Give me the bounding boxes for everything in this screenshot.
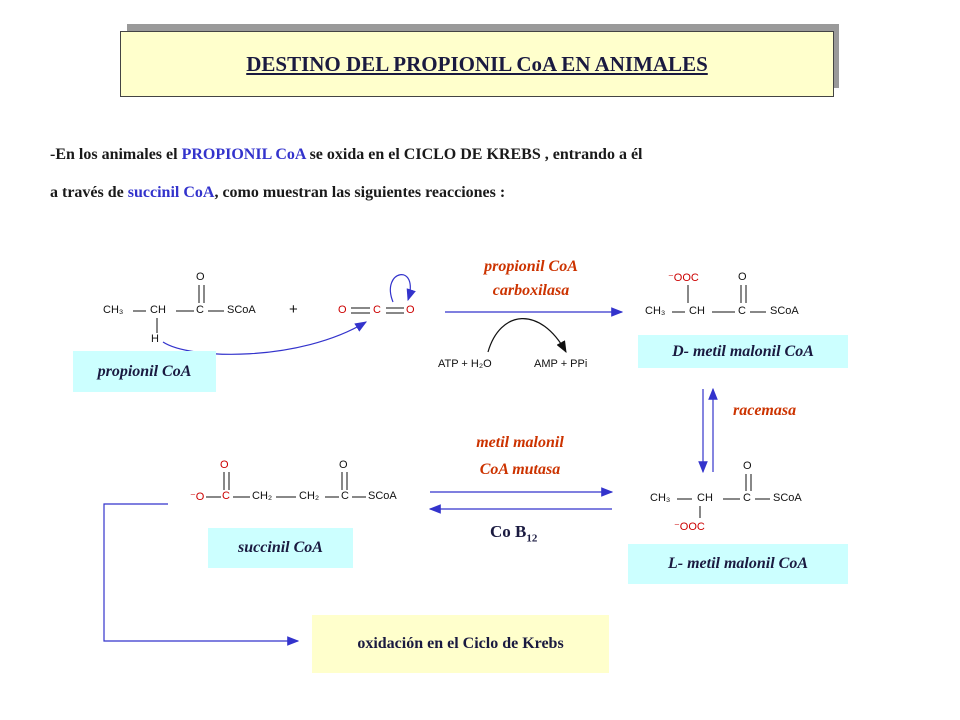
d-methyl-ch: CH: [689, 305, 705, 317]
l-methyl-bonds: [677, 474, 770, 518]
cofactor-sub: 12: [526, 532, 538, 545]
krebs-label: oxidación en el Ciclo de Krebs: [357, 635, 564, 652]
intro-line-2: a través de succinil CoA, como muestran …: [50, 184, 505, 202]
succinyl-ch2a: CH₂: [252, 490, 273, 502]
label-propionil-coa: propionil CoA: [73, 351, 216, 392]
succinyl-bonds: [206, 472, 366, 498]
co2-o-right: O: [406, 304, 415, 316]
succinyl-o2: O: [339, 459, 348, 471]
co2-c: C: [373, 304, 381, 316]
d-methyl-o: O: [738, 271, 747, 283]
propionyl-h: H: [151, 333, 159, 345]
enzyme-carboxilasa-line2: carboxilasa: [492, 282, 570, 299]
amp-ppi: AMP + PPi: [534, 358, 588, 370]
succinyl-scoa: SCoA: [368, 490, 397, 502]
l-methyl-c: C: [743, 492, 751, 504]
l-methyl-ch3: CH₃: [650, 492, 671, 504]
d-methyl-ooc: ⁻OOC: [668, 272, 699, 284]
d-methyl-c: C: [738, 305, 746, 317]
d-methyl-ch3: CH₃: [645, 305, 666, 317]
co2-electron-arrow: [389, 274, 416, 303]
intro-text: -En los animales el: [50, 146, 182, 163]
krebs-oxidation-box: oxidación en el Ciclo de Krebs: [312, 615, 609, 673]
enzyme-racemasa: racemasa: [733, 402, 797, 419]
atp-curved-arrow: [487, 318, 567, 354]
l-methyl-o: O: [743, 460, 752, 472]
l-methyl-scoa: SCoA: [773, 492, 802, 504]
intro-highlight-succinil: succinil CoA: [127, 184, 215, 201]
intro-highlight-propionil: PROPIONIL CoA: [181, 146, 306, 163]
d-methyl-bonds: [672, 285, 766, 313]
enzyme-mutasa-line1: metil malonil: [476, 434, 564, 451]
label-d-metil-malonil-coa: D- metil malonil CoA: [638, 335, 848, 368]
enzyme-mutasa-line2: CoA mutasa: [479, 461, 561, 478]
plus-sign: +: [289, 301, 298, 318]
enzyme-carboxilasa-line1: propionil CoA: [484, 258, 578, 275]
intro-text: a través de: [50, 184, 128, 201]
propionyl-scoa: SCoA: [227, 304, 256, 316]
succinyl-ch2b: CH₂: [299, 490, 320, 502]
propionyl-ch3: CH₃: [103, 304, 124, 316]
d-methyl-scoa: SCoA: [770, 305, 799, 317]
cofactor-cob12: Co B12: [490, 522, 537, 544]
succinyl-c2: C: [341, 490, 349, 502]
intro-text: , como muestran las siguientes reaccione…: [214, 184, 506, 201]
krebs-path-arrow: [103, 503, 300, 646]
label-l-metil-malonil-coa: L- metil malonil CoA: [628, 544, 848, 584]
propionyl-o: O: [196, 271, 205, 283]
intro-line-1: -En los animales el PROPIONIL CoA se oxi…: [50, 146, 643, 164]
proton-transfer-arrow: [162, 321, 368, 355]
propionyl-ch: CH: [150, 304, 166, 316]
succinyl-c1: C: [222, 490, 230, 502]
intro-text: se oxida en el CICLO DE KREBS , entrando…: [305, 146, 643, 163]
propionyl-bonds: [133, 285, 224, 333]
l-methyl-ch: CH: [697, 492, 713, 504]
succinyl-o1: O: [220, 459, 229, 471]
co2-o-left: O: [338, 304, 347, 316]
l-methyl-ooc: ⁻OOC: [674, 521, 705, 533]
page-title: DESTINO DEL PROPIONIL CoA EN ANIMALES: [246, 51, 708, 76]
title-box: DESTINO DEL PROPIONIL CoA EN ANIMALES: [120, 31, 834, 97]
atp-h2o: ATP + H₂O: [438, 358, 492, 370]
cofactor-base: Co B: [490, 522, 527, 541]
succinyl-neg-o: ⁻O: [190, 491, 205, 503]
co2-bonds: [351, 307, 404, 314]
label-succinil-coa: succinil CoA: [208, 528, 353, 568]
propionyl-c: C: [196, 304, 204, 316]
